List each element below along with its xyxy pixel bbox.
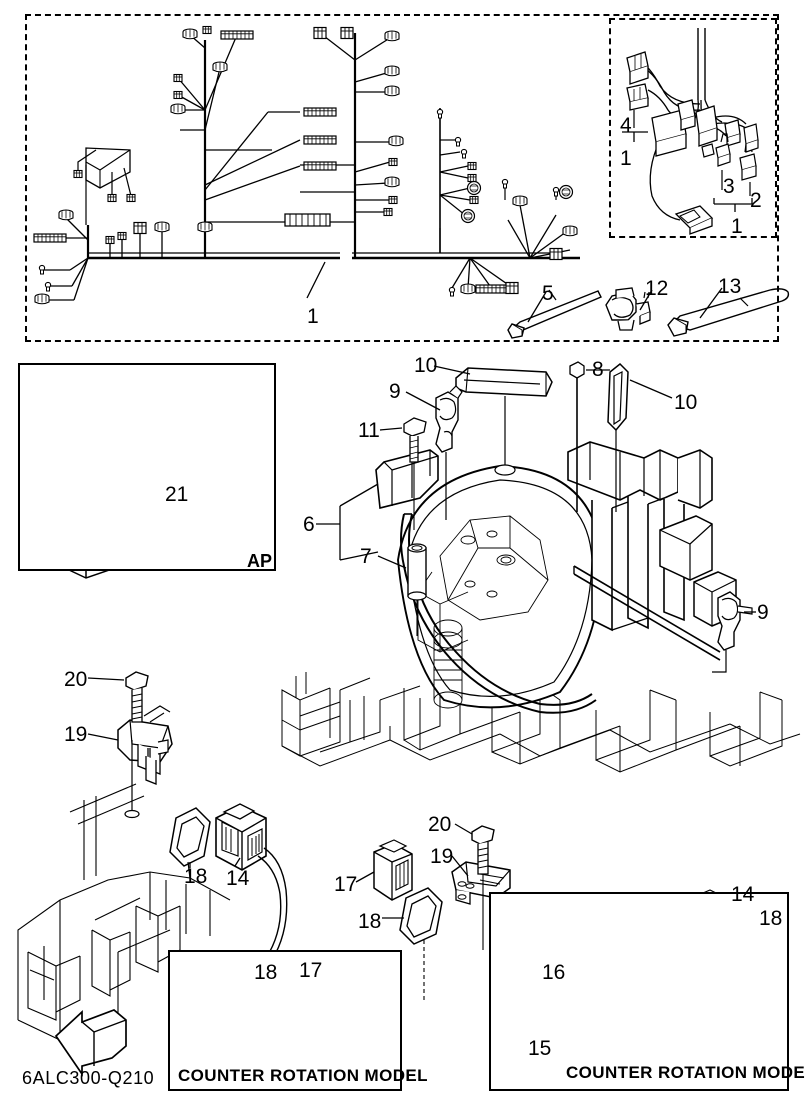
callout-number: 6: [303, 513, 315, 536]
inset-label-counter-rotation-center: COUNTER ROTATION MODEL: [178, 1066, 428, 1085]
callout-number: 9: [757, 601, 769, 624]
callout-number: 9: [389, 380, 401, 403]
callout-number: 14: [731, 883, 755, 906]
callout-number: 1: [307, 305, 319, 328]
callout-number: 7: [360, 545, 372, 568]
callout-number: 18: [759, 907, 783, 930]
cable-tie-and-clamp-parts: [507, 287, 790, 339]
callout-number: 18: [254, 961, 278, 984]
callout-number: 20: [428, 813, 452, 836]
inset-wire-harness-sub: [609, 18, 777, 238]
callout-number: 10: [414, 354, 438, 377]
callout-number: 20: [64, 668, 88, 691]
callout-number: 1: [620, 147, 632, 170]
wire-harness-assembly-main: [33, 25, 580, 305]
forward-direction-arrow: [54, 1009, 127, 1077]
callout-number: 5: [542, 282, 554, 305]
callout-number: 12: [645, 277, 669, 300]
callout-number: 18: [358, 910, 382, 933]
callout-number: 13: [718, 275, 742, 298]
callout-number: 19: [430, 845, 454, 868]
callout-number: 11: [358, 419, 380, 442]
wire-harness-assembly-sub: [622, 28, 759, 235]
callout-number: 17: [299, 959, 323, 982]
inset-counter-rotation-right: [489, 892, 789, 1091]
callout-number: 15: [528, 1037, 552, 1060]
callout-number: 1: [731, 215, 743, 238]
callout-number: 18: [184, 865, 208, 888]
callout-number: 4: [620, 114, 632, 137]
engine-bracket-assembly: [281, 361, 801, 773]
inset-label-ap: AP: [247, 551, 273, 571]
inset-wire-harness-main: [25, 14, 779, 342]
inset-battery-ap: [18, 363, 276, 571]
inset-counter-rotation-center: [168, 950, 402, 1091]
callout-number: 19: [64, 723, 88, 746]
inset-label-counter-rotation-right: COUNTER ROTATION MODEL: [566, 1063, 805, 1082]
part-number-label: 6ALC300-Q210: [22, 1068, 155, 1088]
callout-number: 21: [165, 483, 189, 506]
callout-number: 10: [674, 391, 698, 414]
lower-center-component-group: [355, 823, 511, 1000]
callout-number: 2: [750, 189, 762, 212]
callout-number: 17: [334, 873, 358, 896]
callout-number: 8: [592, 358, 604, 381]
callout-number: 16: [542, 961, 566, 984]
callout-number: 3: [723, 175, 735, 198]
callout-number: 14: [226, 867, 250, 890]
